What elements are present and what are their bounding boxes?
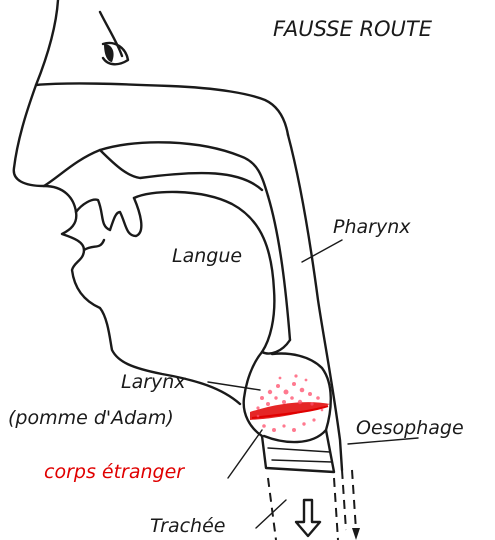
leader-trachee [256,500,286,528]
palate [44,142,268,196]
oesophagus-left-wall [342,470,346,530]
foreign-body [250,374,330,432]
leader-pharynx [302,240,342,262]
tongue [134,192,274,352]
label-oesophage: Oesophage [356,417,464,439]
label-trachee: Trachée [150,515,225,537]
down-arrow-icon [296,500,320,536]
oesophagus-right-wall [352,470,356,530]
eye-icon [100,12,128,64]
leader-corps [228,430,262,478]
oesophagus-arrowhead [352,528,360,540]
label-pharynx: Pharynx [333,216,411,238]
trachea-left-wall [268,478,276,540]
label-langue: Langue [172,245,242,267]
label-pomme-adam: (pomme d'Adam) [8,407,174,429]
lower-lip-contour [84,240,104,250]
trachea-right-wall [334,478,338,540]
diagram-title: FAUSSE ROUTE [273,17,433,41]
label-corps-etranger: corps étranger [44,461,185,483]
cartilage-inner [268,448,332,462]
upper-teeth [76,198,141,236]
label-larynx: Larynx [121,371,186,393]
nasal-cavity [36,83,288,135]
